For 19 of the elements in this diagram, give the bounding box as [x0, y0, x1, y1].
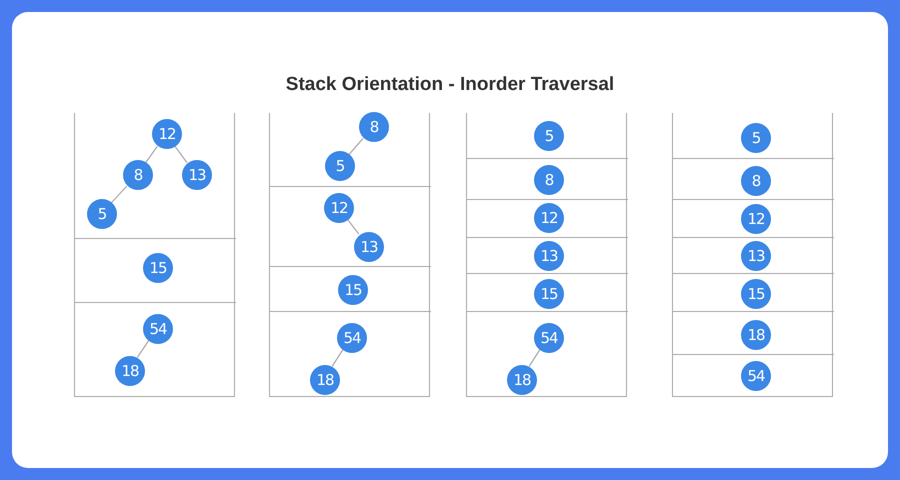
stack-cell — [270, 311, 431, 397]
tree-edge — [110, 186, 128, 204]
stack-container — [672, 113, 833, 397]
stack-cell — [467, 311, 628, 397]
tree-edge — [528, 349, 540, 367]
tree-edge — [332, 349, 344, 367]
tree-edge — [136, 340, 150, 358]
tree-edge — [174, 146, 188, 164]
stack-container — [466, 113, 627, 397]
tree-edge — [346, 218, 360, 234]
stack-cell — [673, 273, 834, 311]
tree-edge — [348, 138, 364, 156]
stack-container — [269, 113, 430, 397]
tree-edge — [145, 146, 158, 164]
stack-container — [74, 113, 235, 397]
stack-cell — [467, 273, 628, 311]
stack-cell — [467, 237, 628, 273]
stack-cell — [673, 237, 834, 273]
diagram-title: Stack Orientation - Inorder Traversal — [284, 74, 616, 96]
